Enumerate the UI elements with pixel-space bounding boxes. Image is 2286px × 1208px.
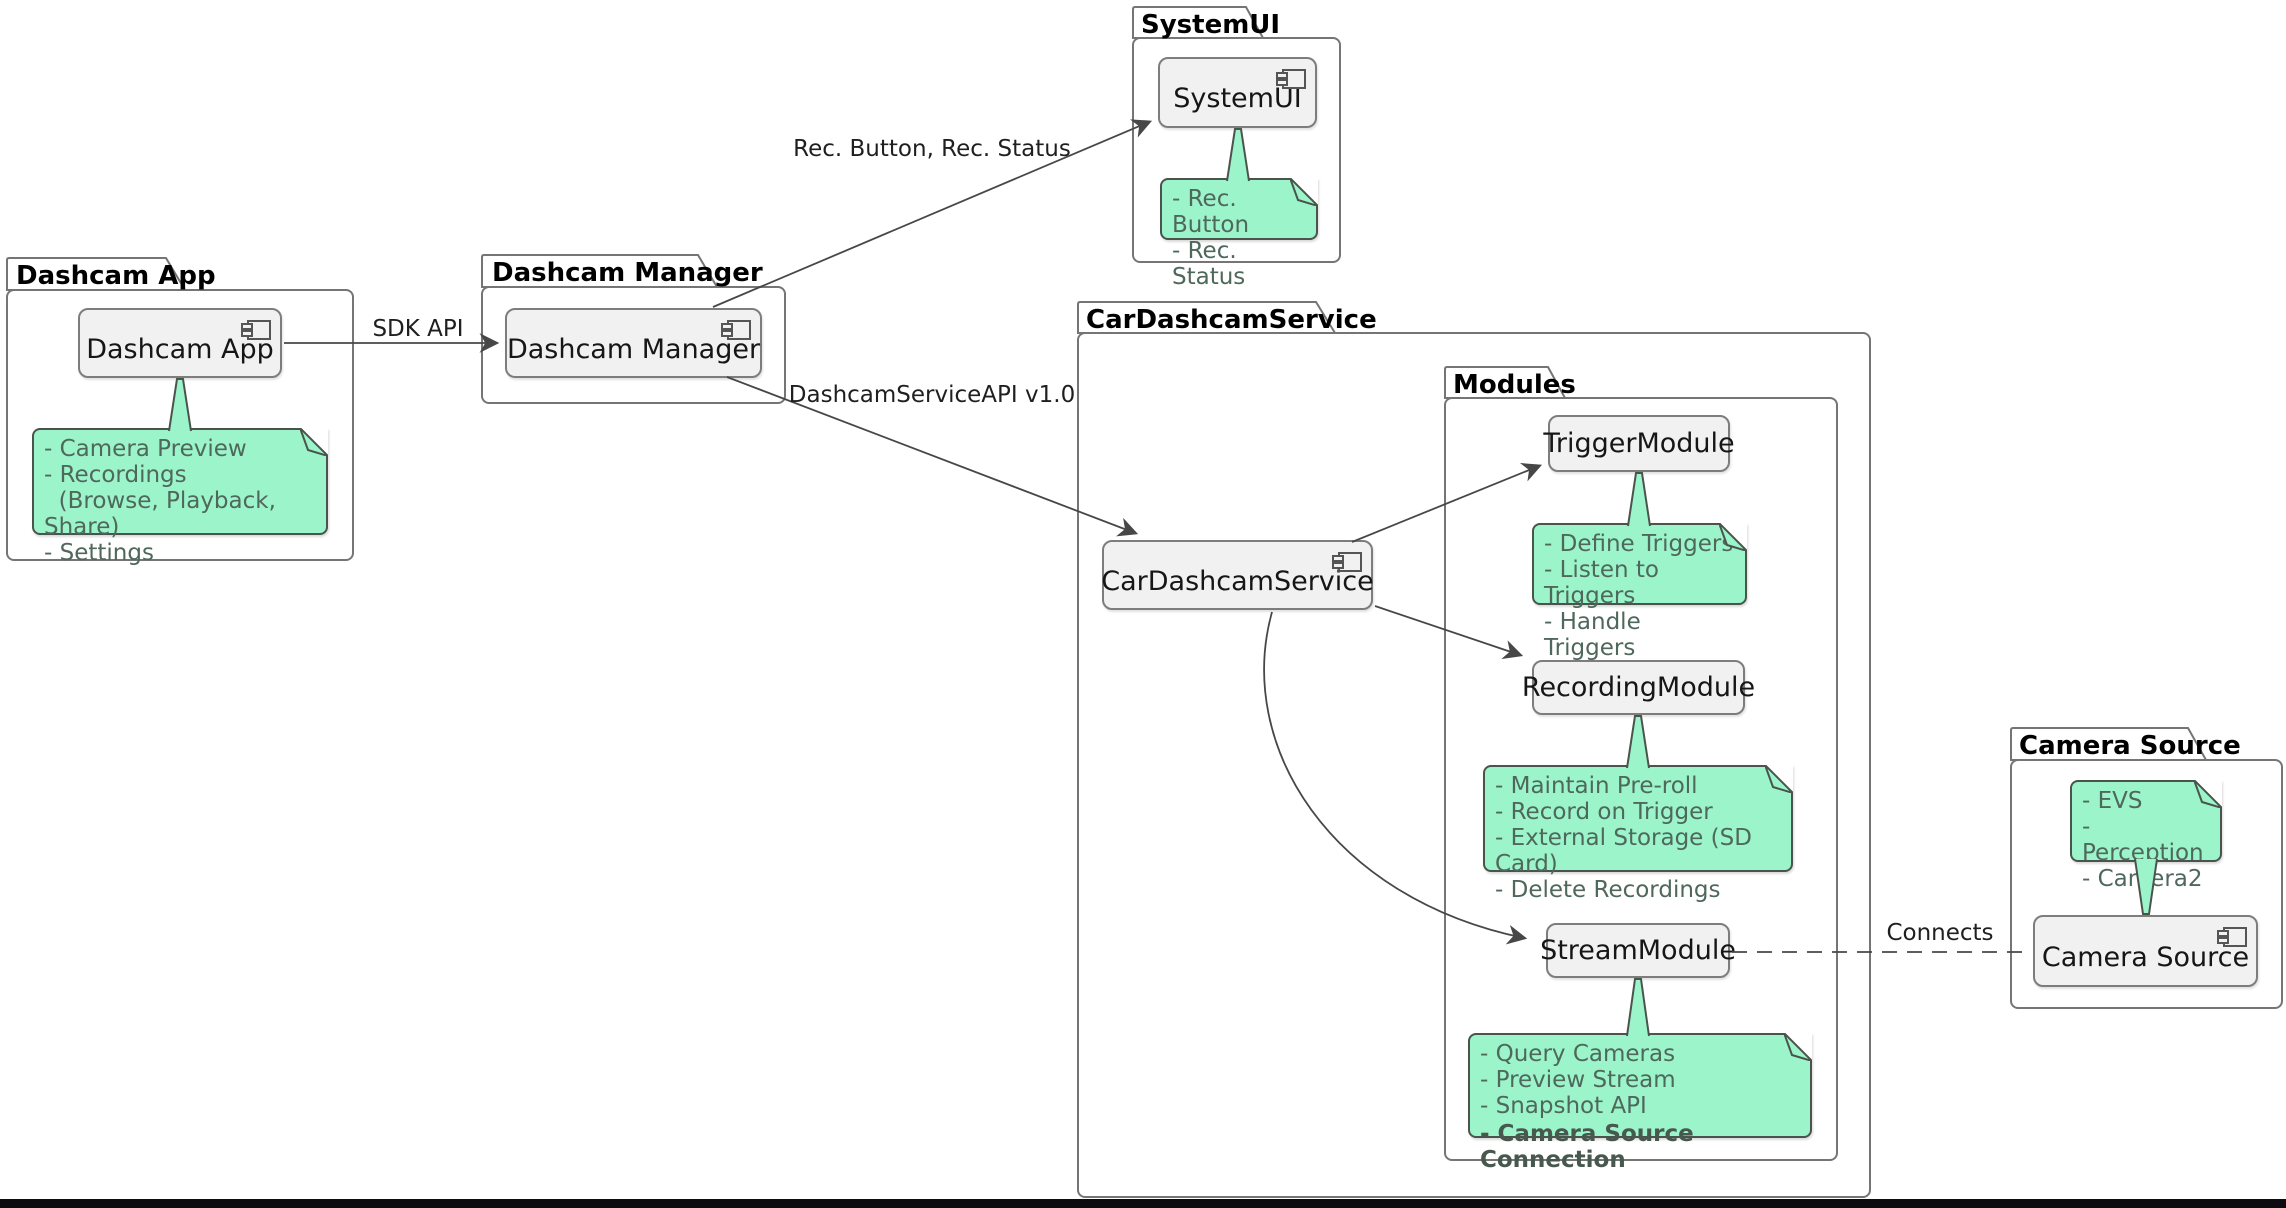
component-icon — [1332, 552, 1362, 572]
note-text: - Define Triggers - Listen to Triggers -… — [1544, 531, 1734, 661]
package-title-camera-source: Camera Source — [2019, 731, 2241, 761]
package-camera-source-tab — [2010, 727, 2208, 761]
component-label: TriggerModule — [1543, 428, 1735, 459]
note-dashcam-app: - Camera Preview - Recordings (Browse, P… — [32, 428, 328, 566]
note-tail-camera-source — [2134, 858, 2158, 915]
note-tail-dashcam-app — [168, 378, 192, 432]
bottom-bar — [0, 1199, 2286, 1208]
package-title-modules: Modules — [1453, 370, 1576, 400]
component-camera-source: Camera Source — [2033, 915, 2258, 987]
note-systemui: - Rec. Button - Rec. Status — [1160, 178, 1318, 290]
component-recordingmodule: RecordingModule — [1522, 660, 1755, 715]
note-fold-icon — [2194, 780, 2222, 808]
note-fold-icon — [1765, 765, 1793, 793]
component-icon — [1276, 69, 1306, 89]
edge-label-connects: Connects — [1886, 920, 1994, 946]
component-label: StreamModule — [1540, 935, 1736, 966]
note-tail-trigger — [1627, 472, 1651, 527]
component-label: CarDashcamService — [1101, 565, 1374, 597]
component-icon — [2217, 927, 2247, 947]
component-dashcam-manager: Dashcam Manager — [505, 308, 762, 378]
note-tail-stream — [1626, 978, 1650, 1037]
package-dashcam-manager-tab — [481, 254, 719, 288]
package-systemui-tab — [1132, 6, 1265, 39]
edge-manager-service — [726, 376, 1139, 537]
note-recordingmodule: - Maintain Pre-roll - Record on Trigger … — [1483, 765, 1793, 903]
edge-service-stream — [1263, 611, 1528, 945]
component-streammodule: StreamModule — [1540, 923, 1736, 978]
note-fold-icon — [300, 428, 328, 456]
edge-label-service-api: DashcamServiceAPI v1.0 — [788, 382, 1076, 408]
note-text: - Camera Preview - Recordings (Browse, P… — [44, 436, 276, 566]
note-triggermodule: - Define Triggers - Listen to Triggers -… — [1532, 523, 1747, 661]
note-fold-icon — [1719, 523, 1747, 551]
package-title-dashcam-manager: Dashcam Manager — [492, 258, 763, 288]
package-dashcam-app-tab — [6, 257, 187, 291]
component-systemui: SystemUI — [1158, 57, 1317, 128]
note-text: - Rec. Button - Rec. Status — [1172, 186, 1250, 290]
component-label: RecordingModule — [1521, 672, 1756, 703]
component-label: SystemUI — [1173, 83, 1302, 114]
package-title-systemui: SystemUI — [1141, 10, 1281, 40]
component-triggermodule: TriggerModule — [1543, 415, 1735, 472]
package-title-dashcam-app: Dashcam App — [16, 261, 216, 291]
note-text: - Maintain Pre-roll - Record on Trigger … — [1495, 773, 1752, 903]
component-icon — [721, 320, 751, 340]
edge-manager-systemui — [712, 119, 1153, 308]
component-cardashcamservice: CarDashcamService — [1101, 540, 1374, 610]
note-tail-systemui — [1226, 128, 1250, 182]
edge-service-trigger — [1351, 463, 1543, 543]
component-dashcam-app: Dashcam App — [78, 308, 282, 378]
note-tail-recording — [1626, 715, 1650, 769]
edge-label-sdk-api: SDK API — [372, 316, 464, 342]
component-label: Dashcam Manager — [506, 333, 761, 365]
note-streammodule: - Query Cameras - Preview Stream - Snaps… — [1468, 1033, 1812, 1173]
component-label: Dashcam App — [86, 333, 274, 365]
package-title-cardashcamservice: CarDashcamService — [1086, 305, 1377, 335]
edge-service-recording — [1374, 605, 1524, 660]
note-text: - Query Cameras - Preview Stream - Snaps… — [1480, 1041, 1676, 1119]
package-modules-tab — [1444, 366, 1567, 399]
component-label: Camera Source — [2041, 941, 2250, 973]
package-cardashcamservice-tab — [1077, 301, 1337, 334]
component-icon — [241, 320, 271, 340]
note-fold-icon — [1290, 178, 1318, 206]
note-text-bold: - Camera Source Connection — [1480, 1121, 1702, 1173]
note-fold-icon — [1784, 1033, 1812, 1061]
edge-label-rec: Rec. Button, Rec. Status — [793, 136, 1071, 162]
